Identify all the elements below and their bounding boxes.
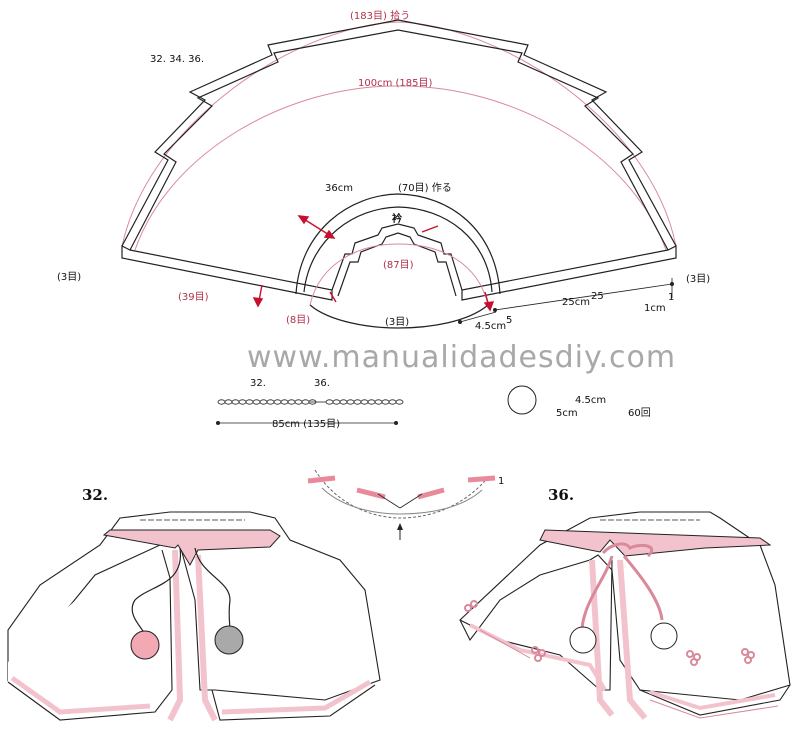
center-bottom-label: (3目) [385,317,409,328]
dim-25cm: 25cm [562,297,590,308]
edging-stitch-chart [307,469,496,540]
dimension-lines [458,278,674,324]
outer-length-label: 100cm (185目) [358,78,432,89]
chain-stitch [395,399,404,405]
pompom-wraps: 60回 [628,407,651,419]
chain-stitch [353,399,362,405]
cord-chain [217,399,404,405]
pompom-pink [130,630,160,660]
collar-inner-label: (87目) [383,260,414,271]
outer-pickup-label: (183目) 拾う [350,9,410,22]
cord-label-32: 32. [250,378,266,389]
chain-stitch [339,399,348,405]
chain-stitch [217,399,226,405]
outer-zigzag-inner-line [129,29,669,251]
collar-mid-arc [303,206,493,293]
pompom-white-left [569,626,597,654]
chain-stitch [294,399,303,405]
chain-stitch [245,399,254,405]
right-side-label: (3目) [686,274,710,285]
left-join-label: (8目) [286,315,310,326]
chain-stitch [266,399,275,405]
chain-stitch [224,399,233,405]
cape-36 [459,511,791,720]
flower-motifs [464,600,755,666]
collar-bottom-guide [309,304,489,329]
direction-arrows [252,215,495,312]
chain-stitch [374,399,383,405]
cape-right-label: 36. [548,486,574,504]
chain-stitch [388,399,397,405]
chain-stitch [360,399,369,405]
collar-start-sts: (70目) 作る [398,182,452,194]
fan-right-bottom-edge [461,245,677,301]
pompom-white-right [650,622,678,650]
cape-32 [7,511,381,722]
chain-stitch [280,399,289,405]
chain-stitch [332,399,341,405]
chain-stitch [301,399,310,405]
chain-stitch [287,399,296,405]
chain-stitch [367,399,376,405]
left-side-label: (3目) [57,272,81,283]
pompom-template-circle [507,385,537,415]
chain-stitch [346,399,355,405]
cord-length-label: 85cm (135目) [272,419,340,430]
chain-stitch [325,399,334,405]
collar-outer-arc [295,193,501,295]
chain-stitch [252,399,261,405]
fan-left-bottom-edge [121,245,333,301]
cape-left-label: 32. [82,486,108,504]
collar-inner-guide [309,243,489,306]
collar-start-cm: 36cm [325,183,353,194]
pompom-width: 4.5cm [575,395,606,406]
dim-1cm: 1cm [644,303,666,314]
pompom-height: 5cm [556,408,578,419]
cord-label-36: 36. [314,378,330,389]
dim-1-row: 1 [668,292,674,303]
chain-stitch [381,399,390,405]
collar-label: 衿 [392,212,402,225]
chain-stitch [231,399,240,405]
pompom-gray [214,625,244,655]
chain-stitch [238,399,247,405]
chart-row-mark: 1 [498,476,504,487]
outer-zigzag-edge [121,19,677,247]
dim-45cm: 4.5cm [475,321,506,332]
dim-25-rows: 25 [591,291,604,302]
inner-guide-arc [134,85,667,251]
left-bottom-label: (39目) [178,292,209,303]
collar-zigzag-inner [337,232,457,297]
chain-stitch [259,399,268,405]
model-numbers: 32. 34. 36. [150,54,204,65]
dim-5-rows: 5 [506,315,512,326]
outer-guide-arc [121,21,677,247]
watermark: www.manualidadesdiy.com [247,340,676,375]
chain-stitch [273,399,282,405]
